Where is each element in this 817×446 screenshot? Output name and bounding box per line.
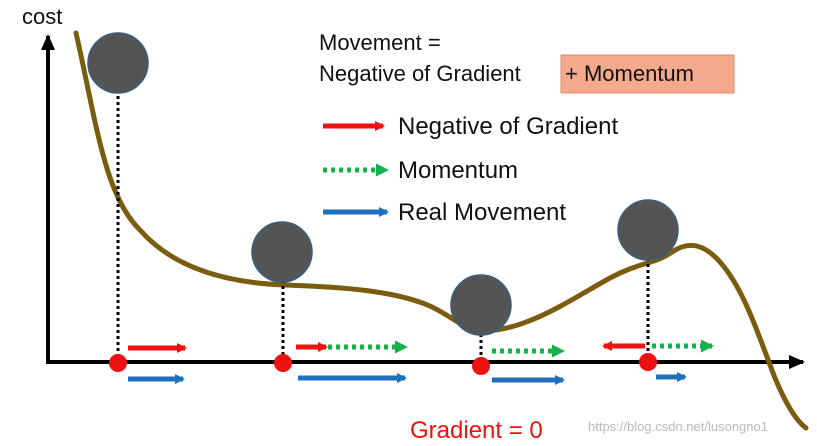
formula-line-2-gradient: Negative of Gradient [319,61,521,86]
watermark: https://blog.csdn.net/lusongno1 [588,419,768,434]
ball-2 [251,221,313,283]
legend-gradient-label: Negative of Gradient [398,113,618,140]
y-axis-label: cost [22,4,62,29]
axis-point-4 [639,353,657,371]
ball-4 [617,199,679,261]
formula-line-1: Movement = [319,30,441,55]
axis-point-1 [109,354,127,372]
legend-momentum-label: Momentum [398,157,518,184]
ball-3 [450,274,512,336]
axis-point-3 [472,357,490,375]
axis-point-2 [274,354,292,372]
momentum-highlight [560,54,735,94]
gradient-zero-label: Gradient = 0 [410,417,543,444]
formula-line-2-momentum: + Momentum [565,61,694,86]
ball-1 [87,32,149,94]
legend-movement-label: Real Movement [398,199,566,226]
